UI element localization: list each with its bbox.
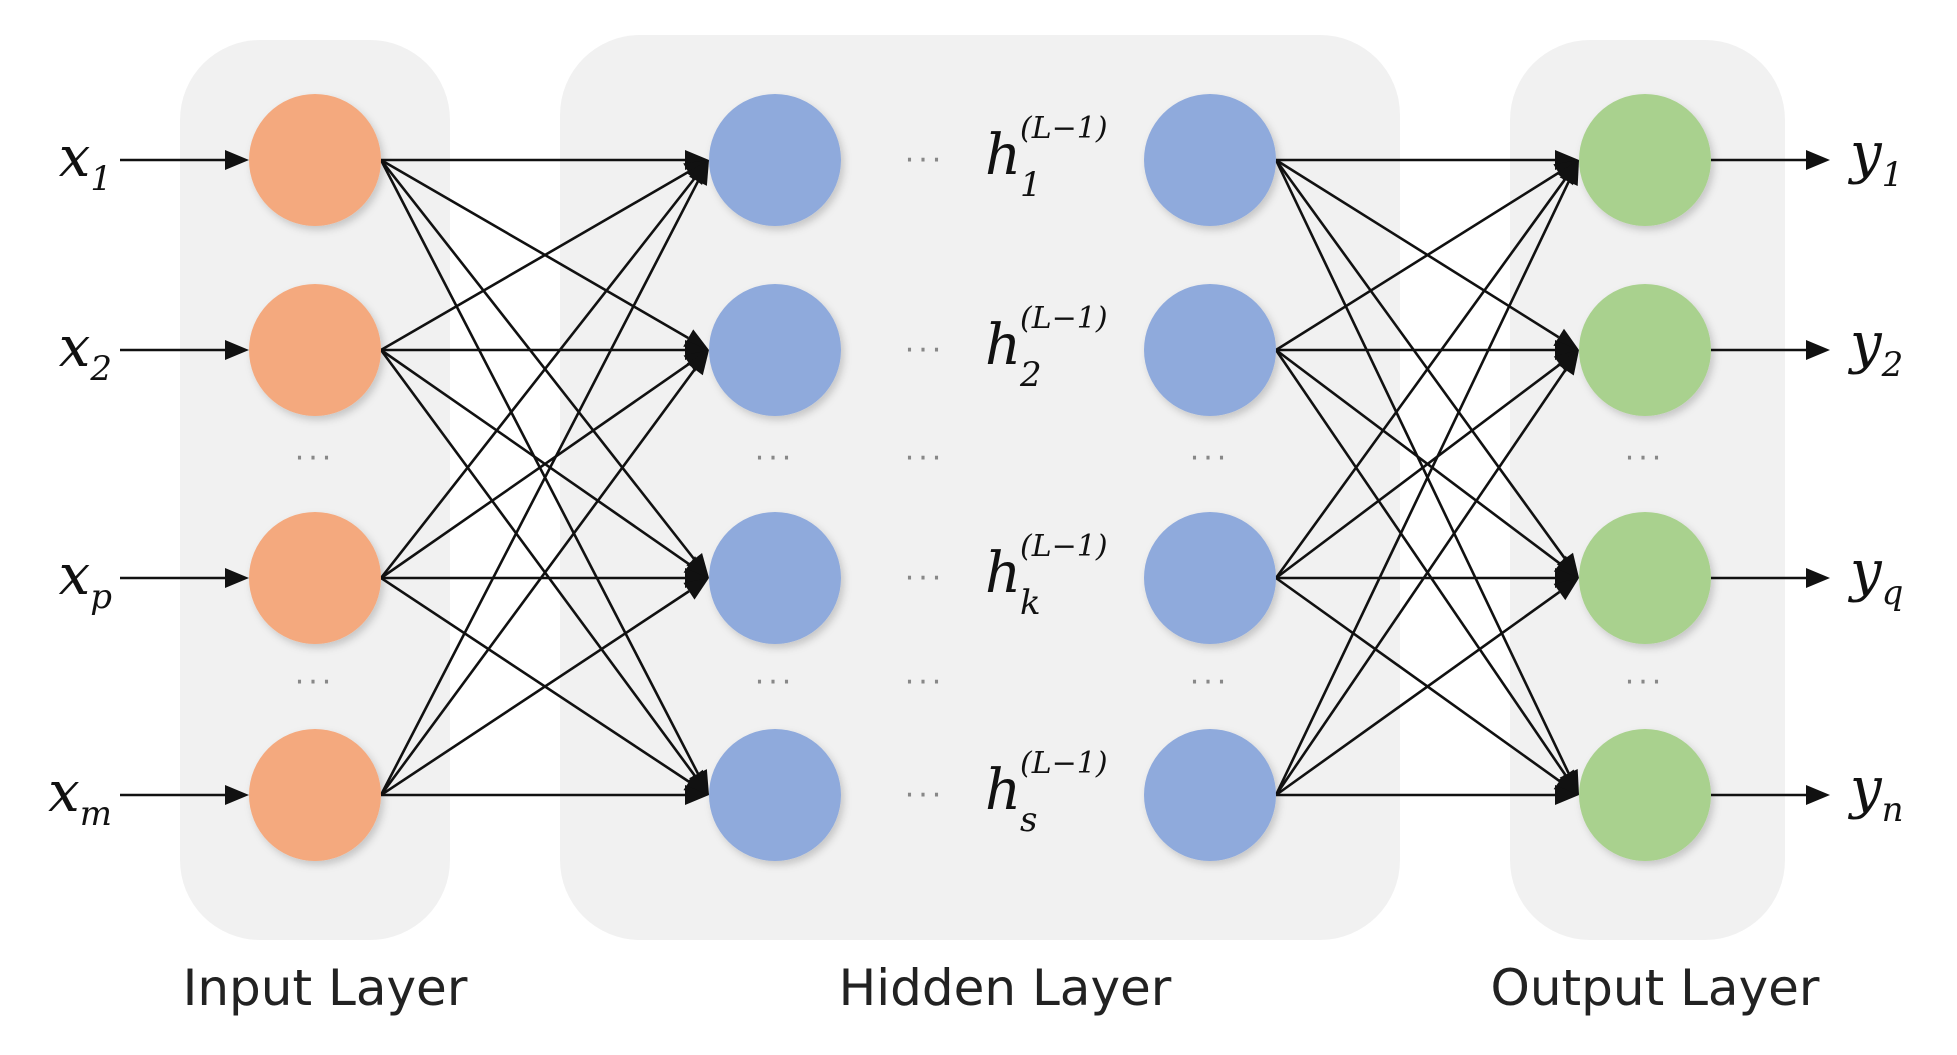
input-node-0: [249, 94, 381, 226]
hidden-middle-ellipsis-1: ···: [905, 665, 946, 700]
connections: [120, 150, 1830, 805]
input-arrow-2: [120, 568, 249, 588]
output-arrow-2: [1711, 568, 1830, 588]
output-arrow-1: [1711, 340, 1830, 360]
output-node-1: [1579, 284, 1711, 416]
input-node-3: [249, 729, 381, 861]
hidden-node-last-2: [1144, 512, 1276, 644]
edge-h-out-3-3: [1276, 785, 1579, 805]
hidden-row-ellipsis-0: ···: [905, 143, 946, 178]
output-layer-label: Output Layer: [1491, 959, 1820, 1017]
hidden-label-0: h(L−1) 1: [985, 111, 1108, 205]
hidden-last-ellipsis-0: ···: [1190, 441, 1231, 476]
output-node-2: [1579, 512, 1711, 644]
input-arrow-1: [120, 340, 249, 360]
output-ellipsis-1: ···: [1625, 665, 1666, 700]
input-arrow-0: [120, 150, 249, 170]
output-node-3: [1579, 729, 1711, 861]
input-label-1: x2: [59, 315, 112, 389]
hidden-node-last-1: [1144, 284, 1276, 416]
hidden-layer-panel: [560, 35, 1400, 940]
hidden-middle-ellipsis-0: ···: [905, 441, 946, 476]
hidden-label-2: h(L−1) k: [985, 529, 1108, 623]
hidden-node-first-2: [709, 512, 841, 644]
hidden-node-first-1: [709, 284, 841, 416]
output-layer-panel: [1510, 40, 1785, 940]
output-label-1: y2: [1847, 311, 1903, 385]
hidden-node-last-0: [1144, 94, 1276, 226]
output-label-0: y1: [1847, 121, 1903, 195]
hidden-first-ellipsis-0: ···: [755, 441, 796, 476]
edge-in-h-3-3: [381, 785, 709, 805]
output-label-2: yq: [1847, 539, 1903, 613]
svg-text:(L−1): (L−1): [1020, 746, 1108, 781]
output-ellipsis-0: ···: [1625, 441, 1666, 476]
hidden-last-ellipsis-1: ···: [1190, 665, 1231, 700]
edge-h-out-3-1: [1274, 350, 1579, 796]
svg-text:(L−1): (L−1): [1020, 111, 1108, 146]
edge-in-h-3-0: [379, 160, 709, 796]
hidden-first-ellipsis-1: ···: [755, 665, 796, 700]
output-arrow-3: [1711, 785, 1830, 805]
hidden-row-ellipsis-1: ···: [905, 333, 946, 368]
svg-text:h: h: [985, 541, 1021, 606]
edge-in-h-3-2: [380, 578, 709, 797]
variable-labels: x1x2xpxmy1y2yqynh(L−1)1h(L−1)2h(L−1)kh(L…: [48, 111, 1903, 840]
input-ellipsis-1: ···: [295, 665, 336, 700]
input-layer-label: Input Layer: [183, 959, 468, 1017]
svg-text:h: h: [985, 313, 1021, 378]
hidden-node-first-0: [709, 94, 841, 226]
input-ellipsis-0: ···: [295, 441, 336, 476]
svg-text:h: h: [985, 123, 1021, 188]
input-layer-panel: [180, 40, 450, 940]
svg-text:(L−1): (L−1): [1020, 301, 1108, 336]
svg-text:(L−1): (L−1): [1020, 529, 1108, 564]
hidden-row-ellipsis-2: ···: [905, 561, 946, 596]
ellipses: ··· ··· ··· ··· ··· ··· ··· ··· ··· ··· ··· ··· ··· ·…: [295, 143, 1666, 813]
output-node-0: [1579, 94, 1711, 226]
edge-h-out-3-2: [1275, 578, 1579, 797]
hidden-node-last-3: [1144, 729, 1276, 861]
output-arrow-0: [1711, 150, 1830, 170]
svg-text:s: s: [1020, 800, 1037, 840]
input-label-0: x1: [59, 125, 112, 199]
hidden-node-first-3: [709, 729, 841, 861]
svg-text:h: h: [985, 758, 1021, 823]
edge-h-out-3-0: [1274, 160, 1579, 796]
svg-text:1: 1: [1020, 165, 1042, 205]
hidden-layer-label: Hidden Layer: [839, 959, 1172, 1017]
edge-in-h-3-1: [379, 350, 709, 796]
hidden-label-3: h(L−1) s: [985, 746, 1108, 840]
input-node-1: [249, 284, 381, 416]
hidden-label-1: h(L−1) 2: [985, 301, 1108, 395]
output-label-3: yn: [1847, 756, 1904, 830]
svg-text:k: k: [1020, 583, 1041, 623]
input-label-2: xp: [59, 543, 112, 617]
input-arrow-3: [120, 785, 249, 805]
neurons: [249, 94, 1711, 861]
svg-text:2: 2: [1019, 355, 1042, 395]
input-node-2: [249, 512, 381, 644]
input-label-3: xm: [48, 760, 112, 834]
hidden-row-ellipsis-3: ···: [905, 778, 946, 813]
